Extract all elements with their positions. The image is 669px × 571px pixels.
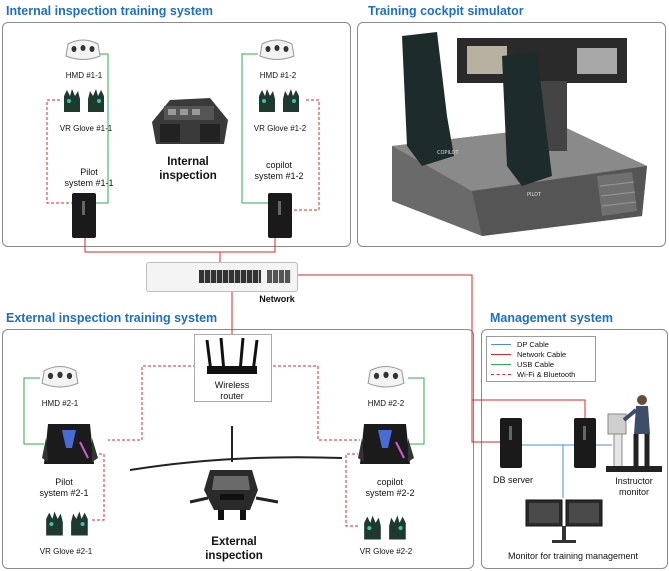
external-section-title: External inspection training system bbox=[6, 311, 218, 325]
legend-label-usb: USB Cable bbox=[517, 360, 555, 369]
usb-cable-hmd11 bbox=[95, 53, 109, 204]
dual-monitor-icon bbox=[525, 499, 603, 543]
hmd-22-label: HMD #2-2 bbox=[367, 399, 405, 408]
copilot-system-12-line1: copilot bbox=[265, 160, 292, 170]
backpack-pc-icon bbox=[358, 424, 414, 464]
vr-glove-11-label: VR Glove #1-1 bbox=[59, 124, 113, 133]
legend-label-network: Network Cable bbox=[517, 350, 567, 359]
vr-glove-icon bbox=[64, 89, 104, 112]
internal-inspection-line2: inspection bbox=[159, 170, 217, 182]
copilot-system-22-line2: system #2-2 bbox=[365, 488, 415, 498]
hmd-icon bbox=[65, 39, 101, 60]
pc-tower-icon bbox=[574, 418, 596, 468]
hmd-icon bbox=[41, 365, 79, 388]
usb-cable-hmd21 bbox=[23, 377, 44, 445]
copilot-system-22-line1: copilot bbox=[376, 477, 403, 487]
instructor-monitor-line1: Instructor bbox=[615, 476, 653, 486]
external-inspection-line1: External bbox=[211, 536, 257, 548]
instructor-kiosk-image bbox=[606, 395, 662, 472]
vr-glove-icon bbox=[364, 515, 406, 540]
hmd-icon bbox=[259, 39, 295, 60]
usb-cable-hmd22 bbox=[408, 377, 425, 445]
pilot-system-11-line1: Pilot bbox=[80, 167, 98, 177]
legend-item-dp: DP Cable bbox=[491, 340, 549, 349]
internal-cockpit-image bbox=[150, 92, 230, 147]
bt-link-glove21 bbox=[92, 453, 105, 521]
network-switch bbox=[146, 262, 298, 292]
network-label: Network bbox=[259, 294, 295, 304]
vr-glove-12-label: VR Glove #1-2 bbox=[253, 124, 307, 133]
cockpit-simulator-image: COPILOT PILOT bbox=[392, 32, 647, 236]
backpack-pc-icon bbox=[42, 424, 98, 464]
wifi-link-copilot22 bbox=[268, 365, 360, 441]
legend-item-network: Network Cable bbox=[491, 350, 566, 359]
hmd-21-label: HMD #2-1 bbox=[41, 399, 79, 408]
pilot-system-21-line1: Pilot bbox=[55, 477, 73, 487]
net-cable-instructor bbox=[471, 399, 586, 442]
legend-label-dp: DP Cable bbox=[517, 340, 549, 349]
legend-label-wifi: Wi-Fi & Bluetooth bbox=[517, 370, 576, 379]
hmd-icon bbox=[367, 365, 405, 388]
wireless-router-label: Wireless router bbox=[194, 380, 270, 402]
bt-link-glove12 bbox=[293, 99, 320, 211]
instructor-monitor-label: Instructor monitor bbox=[604, 476, 664, 498]
legend-swatch-usb bbox=[491, 364, 511, 365]
pilot-system-11-line2: system #1-1 bbox=[64, 178, 114, 188]
bt-link-glove11 bbox=[46, 99, 72, 204]
hmd-12-label: HMD #1-2 bbox=[259, 71, 297, 80]
wireless-router-icon bbox=[205, 337, 259, 374]
management-section-title: Management system bbox=[490, 311, 613, 325]
pc-tower-icon bbox=[268, 193, 292, 238]
legend-item-wifi: Wi-Fi & Bluetooth bbox=[491, 370, 575, 379]
seat-left-label: COPILOT bbox=[437, 150, 459, 156]
pc-tower-icon bbox=[72, 193, 96, 238]
wifi-link-pilot21 bbox=[108, 365, 196, 441]
external-inspection-label: External inspection bbox=[194, 535, 274, 563]
legend-swatch-wifi bbox=[491, 374, 511, 375]
pilot-system-21-line2: system #2-1 bbox=[39, 488, 89, 498]
cable-legend: DP Cable Network Cable USB Cable Wi-Fi &… bbox=[486, 336, 596, 382]
net-cable-pilot11 bbox=[84, 238, 276, 253]
internal-inspection-label: Internal inspection bbox=[150, 155, 226, 183]
seat-right-label: PILOT bbox=[527, 192, 542, 198]
instructor-monitor-line2: monitor bbox=[618, 487, 649, 497]
vr-glove-icon bbox=[259, 89, 299, 112]
net-cable-management bbox=[296, 274, 500, 443]
internal-section-title: Internal inspection training system bbox=[6, 4, 213, 18]
server-tower-icon bbox=[500, 418, 522, 468]
vr-glove-icon bbox=[46, 511, 88, 536]
wireless-router-line2: router bbox=[220, 391, 244, 401]
legend-swatch-network bbox=[491, 354, 511, 355]
bt-link-glove22 bbox=[345, 453, 358, 527]
external-inspection-line2: inspection bbox=[205, 550, 263, 562]
training-monitor-label: Monitor for training management bbox=[507, 551, 639, 561]
usb-cable-hmd12 bbox=[241, 53, 285, 204]
copilot-system-12-line2: system #1-2 bbox=[254, 171, 304, 181]
pilot-system-21-label: Pilot system #2-1 bbox=[26, 477, 102, 499]
copilot-system-22-label: copilot system #2-2 bbox=[352, 477, 428, 499]
pilot-system-11-label: Pilot system #1-1 bbox=[54, 167, 124, 189]
hmd-11-label: HMD #1-1 bbox=[65, 71, 103, 80]
copilot-system-12-label: copilot system #1-2 bbox=[244, 160, 314, 182]
vr-glove-21-label: VR Glove #2-1 bbox=[39, 547, 93, 556]
db-server-label: DB server bbox=[492, 475, 533, 485]
vr-glove-22-label: VR Glove #2-2 bbox=[359, 547, 413, 556]
wireless-router-line1: Wireless bbox=[214, 380, 250, 390]
legend-swatch-dp bbox=[491, 344, 511, 345]
cockpit-section-title: Training cockpit simulator bbox=[368, 4, 524, 18]
legend-item-usb: USB Cable bbox=[491, 360, 554, 369]
helicopter-image bbox=[129, 426, 343, 520]
internal-inspection-line1: Internal bbox=[167, 156, 209, 168]
